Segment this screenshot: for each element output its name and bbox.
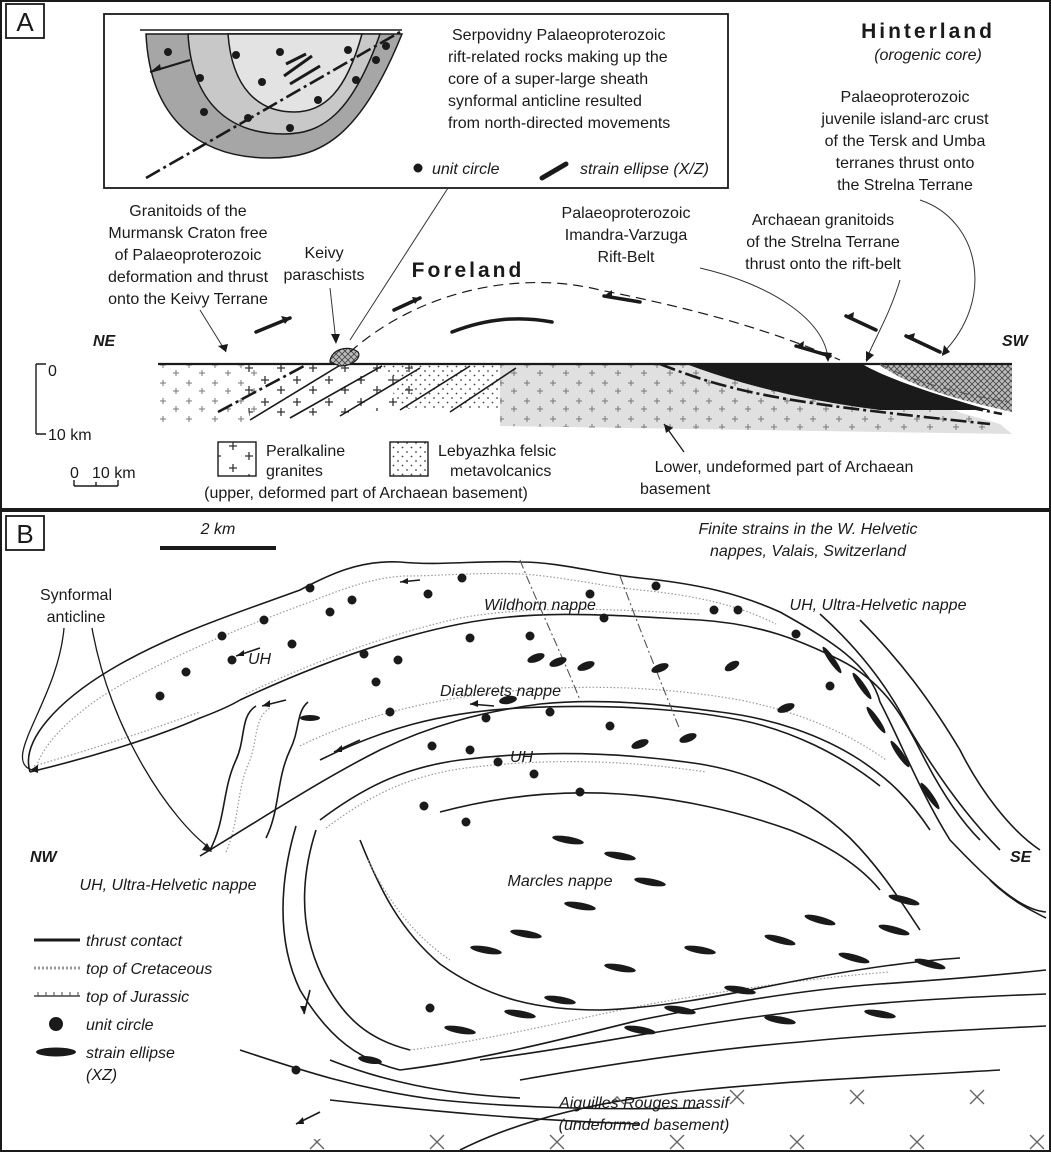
strelna-line-3: thrust onto the rift-belt [745,256,901,273]
horizontal-scale-a: 0 10 km [70,465,136,486]
scale-zero: 0 [70,465,79,482]
panel-b-letter: B [16,519,33,549]
nappe-map [28,560,1046,1151]
murmansk-line-5: onto the Keivy Terrane [108,291,268,308]
legend-strain-ellipse-icon [36,1048,76,1057]
imandra-line-1: Palaeoproterozoic [562,205,691,222]
title-b-line-1: Finite strains in the W. Helvetic [698,521,917,538]
hinterland-subtitle: (orogenic core) [874,47,982,64]
legend-cretaceous: top of Cretaceous [86,961,212,978]
sw-direction: SW [1002,333,1030,350]
scale-ten: 10 km [92,465,136,482]
peralkaline-swatch [218,442,256,476]
scale-b-label: 2 km [200,521,236,538]
island-arc-line-5: the Strelna Terrane [837,177,973,194]
synformal-line-1: Synformal [40,587,112,604]
inset-text-line-4: synformal anticline resulted [448,93,642,110]
nw-direction: NW [30,849,59,866]
legend-a: Peralkaline granites Lebyazhka felsic me… [204,442,556,502]
imandra-line-3: Rift-Belt [598,249,655,266]
panel-a: A Serpovidny Palaeoproterozoic rift-rela… [1,1,1050,509]
panel-a-letter: A [16,7,34,37]
inset-text-line-2: rift-related rocks making up the [448,49,668,66]
island-arc-line-1: Palaeoproterozoic [841,89,970,106]
lower-basement-line-1: Lower, undeformed part of Archaean [655,459,914,476]
synformal-line-2: anticline [47,609,106,626]
legend-upper-basement: (upper, deformed part of Archaean baseme… [204,485,528,502]
depth-scale: 0 10 km [36,363,92,444]
legend-unit-circle: unit circle [86,1017,154,1034]
unit-circle-icon [414,164,423,173]
island-arc-line-4: terranes thrust onto [836,155,975,172]
strelna-line-2: of the Strelna Terrane [746,234,900,251]
legend-thrust: thrust contact [86,933,183,950]
lebyazhka-swatch [390,442,428,476]
ne-direction: NE [93,333,117,350]
keivy-line-1: Keivy [304,245,343,262]
uh-top-label: UH [248,651,272,668]
inset-sheath-fold: Serpovidny Palaeoproterozoic rift-relate… [104,14,728,188]
legend-xz: (XZ) [86,1067,117,1084]
legend-strain-ellipse: strain ellipse [86,1045,175,1062]
island-arc-line-2: juvenile island-arc crust [820,111,989,128]
depth-top: 0 [48,363,57,380]
legend-peralkaline-2: granites [266,463,323,480]
depth-bottom: 10 km [48,427,92,444]
legend-unit-circle-icon [49,1017,63,1031]
keivy-line-2: paraschists [284,267,365,284]
legend-peralkaline-1: Peralkaline [266,443,345,460]
panel-b: B 2 km Finite strains in the W. Helvetic… [1,511,1050,1151]
inset-text-line-5: from north-directed movements [448,115,670,132]
imandra-line-2: Imandra-Varzuga [565,227,688,244]
inset-text-line-1: Serpovidny Palaeoproterozoic [452,27,665,44]
diablerets-label: Diablerets nappe [440,683,561,700]
aiguilles-line-1: Aiguilles Rouges massif [558,1095,730,1112]
marcles-label: Marcles nappe [508,873,613,890]
uh-right-label: UH, Ultra-Helvetic nappe [790,597,967,614]
murmansk-line-4: deformation and thrust [108,269,269,286]
inset-legend-strain-ellipse: strain ellipse (X/Z) [580,161,709,178]
legend-lebyazhka-1: Lebyazhka felsic [438,443,556,460]
legend-lebyazhka-2: metavolcanics [450,463,551,480]
legend-b: thrust contact top of Cretaceous top of … [34,933,212,1084]
inset-legend-unit-circle: unit circle [432,161,500,178]
strelna-line-1: Archaean granitoids [752,212,894,229]
uh-mid-label: UH [510,749,534,766]
foreland-title: Foreland [412,259,525,282]
legend-jurassic: top of Jurassic [86,989,189,1006]
cross-section-a [158,283,1012,434]
island-arc-line-3: of the Tersk and Umba [825,133,986,150]
title-b-line-2: nappes, Valais, Switzerland [710,543,907,560]
inset-text-line-3: core of a super-large sheath [448,71,648,88]
uh-left-label: UH, Ultra-Helvetic nappe [80,877,257,894]
hinterland-title: Hinterland [861,20,995,43]
wildhorn-label: Wildhorn nappe [484,597,596,614]
lower-basement-line-2: basement [640,481,711,498]
murmansk-line-2: Murmansk Craton free [108,225,267,242]
se-direction: SE [1010,849,1033,866]
aiguilles-line-2: (undeformed basement) [559,1117,730,1134]
murmansk-line-3: of Palaeoproterozoic [115,247,262,264]
murmansk-line-1: Granitoids of the [129,203,247,220]
